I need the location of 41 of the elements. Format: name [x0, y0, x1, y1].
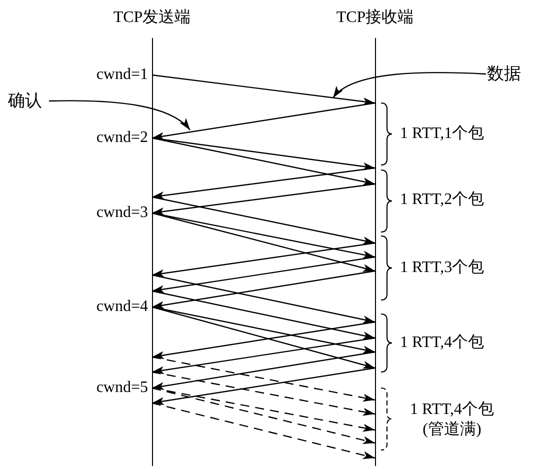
arrow	[152, 167, 376, 200]
round-label: 1 RTT,4个包	[400, 333, 484, 353]
dashed-arrow	[152, 387, 376, 432]
arrow	[152, 183, 376, 216]
callout-label: 确认	[8, 90, 48, 112]
arrow	[152, 270, 376, 310]
window-label: cwnd=2	[96, 128, 148, 148]
arrow	[152, 137, 376, 170]
callout-label: 数据	[487, 63, 527, 85]
leader-line	[332, 72, 486, 98]
arrow	[152, 367, 376, 406]
arrow	[152, 74, 376, 106]
round-label: 1 RTT,4个包 (管道满)	[408, 400, 496, 440]
endpoint-title: TCP发送端	[112, 8, 192, 28]
dashed-arrow	[152, 387, 376, 444]
arrow	[152, 337, 376, 374]
window-label: cwnd=3	[96, 203, 148, 223]
endpoint-title: TCP接收端	[335, 8, 415, 28]
arrow	[152, 196, 376, 244]
round-label: 1 RTT,1个包	[400, 124, 484, 144]
arrow	[152, 212, 376, 259]
round-label: 1 RTT,3个包	[400, 258, 484, 278]
arrow	[152, 306, 376, 354]
dashed-arrow	[152, 371, 376, 416]
leader-line	[48, 100, 190, 130]
arrow	[152, 290, 376, 340]
arrow	[152, 306, 376, 369]
dashed-arrow	[152, 356, 376, 402]
window-label: cwnd=1	[96, 65, 148, 85]
arrow	[152, 321, 376, 360]
window-label: cwnd=5	[96, 378, 148, 398]
arrow	[152, 274, 376, 324]
arrow	[152, 212, 376, 272]
dashed-arrow	[152, 402, 376, 459]
arrow	[152, 137, 376, 186]
arrow	[152, 256, 376, 294]
arrow	[152, 242, 376, 278]
round-label: 1 RTT,2个包	[400, 190, 484, 210]
arrow	[152, 102, 376, 140]
arrow	[152, 351, 376, 390]
window-label: cwnd=4	[96, 297, 148, 317]
